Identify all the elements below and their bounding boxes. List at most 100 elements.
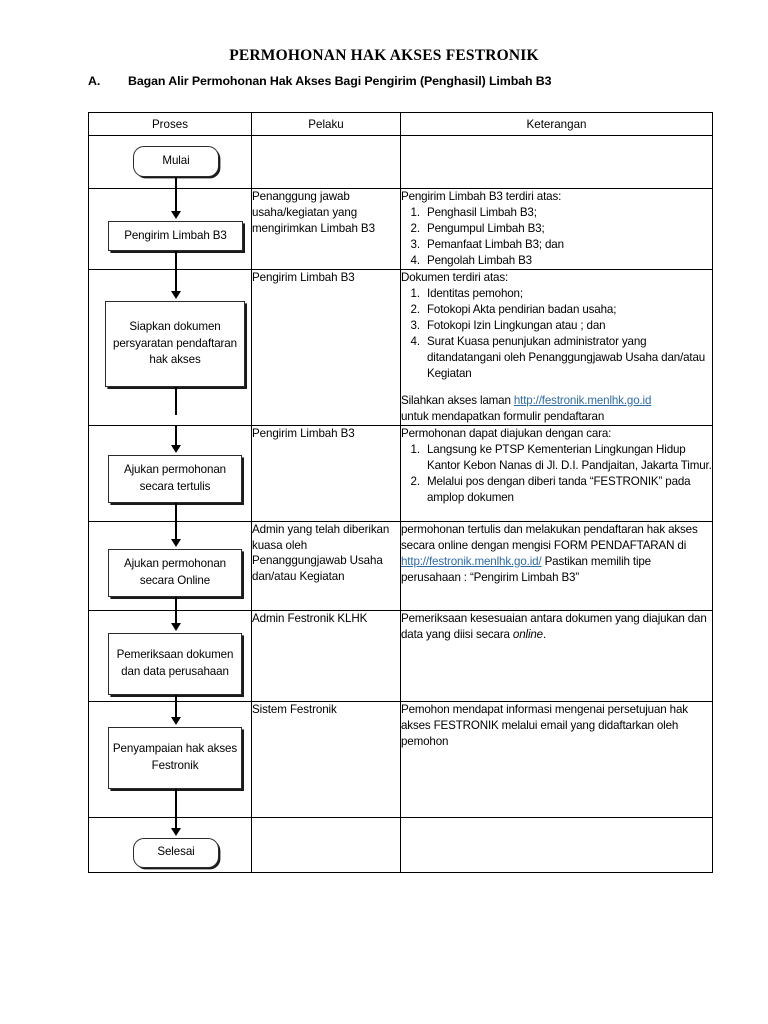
connector-line bbox=[175, 596, 177, 613]
description-text-before-link: permohonan tertulis dan melakukan pendaf… bbox=[401, 522, 698, 552]
description-cell bbox=[400, 816, 713, 873]
list-item: Pengolah Limbah B3 bbox=[423, 253, 712, 269]
table-header-row: Proses Pelaku Keterangan bbox=[88, 112, 713, 136]
actor-cell bbox=[251, 135, 401, 189]
section-title: Bagan Alir Permohonan Hak Akses Bagi Pen… bbox=[128, 74, 552, 88]
list-item: Langsung ke PTSP Kementerian Lingkungan … bbox=[423, 442, 712, 474]
process-cell: Ajukan permohonan secara Online bbox=[88, 520, 252, 613]
flow-shape-label: Mulai bbox=[162, 154, 190, 168]
flow-shape-pengirim-limbah-b3: Pengirim Limbah B3 bbox=[108, 221, 243, 251]
description-lead: Permohonan dapat diajukan dengan cara: bbox=[401, 426, 612, 440]
actor-cell bbox=[251, 816, 401, 873]
flow-shape-label: Pengirim Limbah B3 bbox=[124, 228, 227, 242]
arrow-head-icon bbox=[171, 211, 181, 219]
column-header-proses: Proses bbox=[88, 112, 252, 136]
connector-line bbox=[175, 701, 177, 720]
description-text-1: Pemeriksaan kesesuaian antara dokumen ya… bbox=[401, 611, 707, 641]
festronik-link[interactable]: http://festronik.menlhk.go.id bbox=[513, 393, 652, 407]
connector-line bbox=[175, 425, 177, 448]
arrow-head-icon bbox=[171, 827, 181, 836]
description-cell bbox=[400, 135, 713, 189]
description-cell: Pengirim Limbah B3 terdiri atas: Penghas… bbox=[400, 188, 713, 270]
description-cell: Permohonan dapat diajukan dengan cara: L… bbox=[400, 424, 713, 522]
flow-shape-label: Siapkan dokumen persyaratan pendaftaran … bbox=[112, 319, 238, 367]
process-cell: Pemeriksaan dokumen dan data perusahaan bbox=[88, 609, 252, 709]
connector-line bbox=[175, 788, 177, 819]
flow-shape-penyampaian-hak-akses: Penyampaian hak akses Festronik bbox=[108, 726, 242, 789]
flow-shape-siapkan-dokumen: Siapkan dokumen persyaratan pendaftaran … bbox=[105, 300, 245, 387]
table-row: Mulai bbox=[88, 135, 713, 199]
connector-line bbox=[175, 189, 177, 214]
flow-shape-pemeriksaan-dokumen: Pemeriksaan dokumen dan data perusahaan bbox=[108, 632, 242, 695]
arrow-head-icon bbox=[171, 622, 181, 631]
column-header-keterangan: Keterangan bbox=[400, 112, 713, 136]
connector-line bbox=[175, 521, 177, 542]
description-cell: permohonan tertulis dan melakukan pendaf… bbox=[400, 520, 713, 611]
actor-cell: Pengirim Limbah B3 bbox=[251, 424, 401, 522]
description-tail: Silahkan akses laman http://festronik.me… bbox=[401, 393, 712, 409]
connector-line bbox=[175, 386, 177, 415]
process-cell: Mulai bbox=[88, 135, 252, 199]
description-list: Identitas pemohon; Fotokopi Akta pendiri… bbox=[401, 286, 712, 382]
description-list: Penghasil Limbah B3; Pengumpul Limbah B3… bbox=[401, 205, 712, 269]
table-row: Ajukan permohonan secara tertulis Pengir… bbox=[88, 424, 713, 523]
column-header-pelaku: Pelaku bbox=[251, 112, 401, 136]
actor-cell: Penanggung jawab usaha/kegiatan yang men… bbox=[251, 188, 401, 270]
description-lead: Dokumen terdiri atas: bbox=[401, 270, 509, 284]
list-item: Fotokopi Izin Lingkungan atau ; dan bbox=[423, 318, 712, 334]
description-list: Langsung ke PTSP Kementerian Lingkungan … bbox=[401, 442, 712, 506]
description-paragraph: Pemohon mendapat informasi mengenai pers… bbox=[401, 702, 688, 748]
description-tail-line2: untuk mendapatkan formulir pendaftaran bbox=[401, 409, 605, 423]
table-row: Penyampaian hak akses Festronik Sistem F… bbox=[88, 700, 713, 819]
flowchart-table: Proses Pelaku Keterangan Mulai Pengirim … bbox=[88, 112, 713, 873]
process-cell: Selesai bbox=[88, 816, 252, 873]
process-cell: Pengirim Limbah B3 bbox=[88, 188, 252, 270]
flow-shape-selesai: Selesai bbox=[133, 837, 219, 868]
connector-line bbox=[175, 269, 177, 294]
description-cell: Pemeriksaan kesesuaian antara dokumen ya… bbox=[400, 609, 713, 702]
arrow-head-icon bbox=[171, 538, 181, 547]
table-row: Siapkan dokumen persyaratan pendaftaran … bbox=[88, 268, 713, 426]
connector-line bbox=[175, 502, 177, 523]
list-item: Melalui pos dengan diberi tanda “FESTRON… bbox=[423, 474, 712, 506]
actor-cell: Pengirim Limbah B3 bbox=[251, 268, 401, 426]
process-cell: Ajukan permohonan secara tertulis bbox=[88, 424, 252, 523]
flow-shape-ajukan-tertulis: Ajukan permohonan secara tertulis bbox=[108, 454, 242, 503]
table-row: Pengirim Limbah B3 Penanggung jawab usah… bbox=[88, 188, 713, 270]
table-row: Ajukan permohonan secara Online Admin ya… bbox=[88, 520, 713, 613]
spacer bbox=[401, 382, 712, 393]
arrow-head-icon bbox=[171, 716, 181, 725]
flow-shape-ajukan-online: Ajukan permohonan secara Online bbox=[108, 548, 242, 597]
actor-cell: Admin Festronik KLHK bbox=[251, 609, 401, 702]
arrow-head-icon bbox=[171, 444, 181, 453]
description-cell: Pemohon mendapat informasi mengenai pers… bbox=[400, 700, 713, 818]
list-item: Fotokopi Akta pendirian badan usaha; bbox=[423, 302, 712, 318]
process-cell: Siapkan dokumen persyaratan pendaftaran … bbox=[88, 268, 252, 426]
flow-shape-label: Selesai bbox=[157, 845, 195, 859]
flow-shape-label: Ajukan permohonan secara Online bbox=[123, 556, 227, 587]
list-item: Identitas pemohon; bbox=[423, 286, 712, 302]
festronik-link[interactable]: http://festronik.menlhk.go.id/ bbox=[401, 554, 542, 568]
description-tail-text: Silahkan akses laman bbox=[401, 393, 514, 407]
process-cell: Penyampaian hak akses Festronik bbox=[88, 700, 252, 819]
page-title: PERMOHONAN HAK AKSES FESTRONIK bbox=[229, 47, 539, 64]
flow-shape-label: Pemeriksaan dokumen dan data perusahaan bbox=[116, 647, 234, 678]
description-paragraph: Pemeriksaan kesesuaian antara dokumen ya… bbox=[401, 611, 712, 643]
list-item: Penghasil Limbah B3; bbox=[423, 205, 712, 221]
table-row: Pemeriksaan dokumen dan data perusahaan … bbox=[88, 609, 713, 709]
description-lead: Pengirim Limbah B3 terdiri atas: bbox=[401, 190, 562, 203]
table-row: Selesai bbox=[88, 816, 713, 873]
description-paragraph: permohonan tertulis dan melakukan pendaf… bbox=[401, 522, 712, 586]
arrow-head-icon bbox=[171, 290, 181, 299]
connector-line bbox=[175, 177, 177, 199]
section-letter: A. bbox=[88, 74, 101, 88]
connector-line bbox=[175, 610, 177, 626]
section-heading: A. Bagan Alir Permohonan Hak Akses Bagi P… bbox=[88, 74, 712, 88]
actor-cell: Sistem Festronik bbox=[251, 700, 401, 818]
description-text-after-link: Pastikan memilih tipe perusahaan : “Peng… bbox=[401, 554, 651, 584]
description-cell: Dokumen terdiri atas: Identitas pemohon;… bbox=[400, 268, 713, 426]
flow-shape-label: Penyampaian hak akses Festronik bbox=[112, 741, 238, 772]
list-item: Surat Kuasa penunjukan administrator yan… bbox=[423, 334, 712, 382]
actor-cell: Admin yang telah diberikan kuasa oleh Pe… bbox=[251, 520, 401, 611]
